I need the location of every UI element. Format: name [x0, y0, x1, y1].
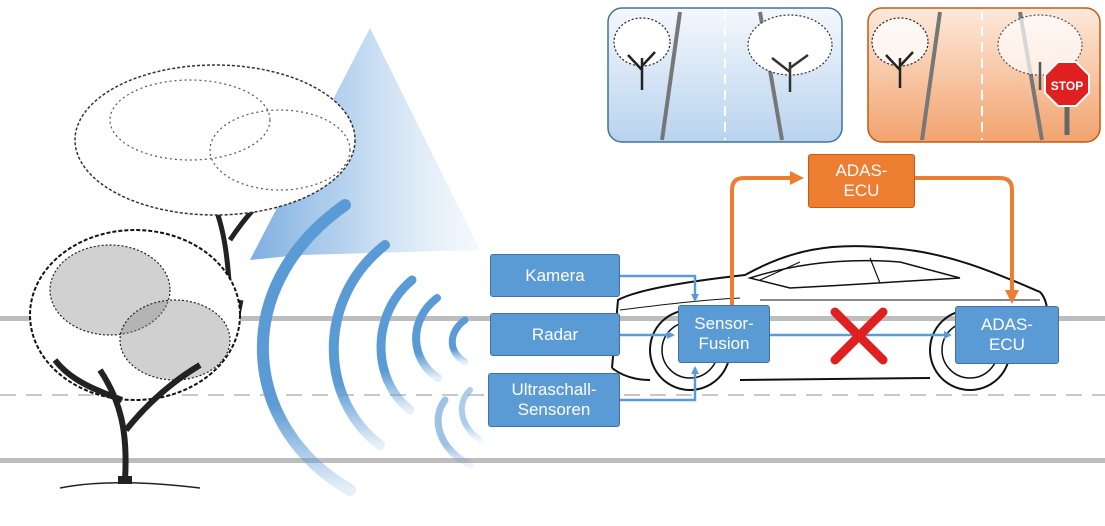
radar-sensor-label: Radar	[531, 324, 579, 344]
sensor-fusion-label: Sensor- Fusion	[694, 314, 754, 353]
sensor-connectors	[620, 274, 952, 402]
tree-icon	[613, 14, 833, 92]
ultrasonic-sensor-box: Ultraschall- Sensoren	[488, 373, 620, 427]
radar-wave-icon	[256, 199, 483, 496]
camera-sensor-label: Kamera	[525, 265, 585, 285]
stop-sign-text: STOP	[1051, 79, 1083, 93]
adas-ecu-box: ADAS- ECU	[955, 306, 1059, 364]
cross-icon	[830, 307, 888, 365]
stop-sign-icon: STOP	[1044, 61, 1090, 135]
connector-camera-fusion	[620, 274, 699, 302]
ultrasonic-sensor-label: Ultraschall- Sensoren	[511, 380, 597, 419]
adas-ecu-top-label: ADAS- ECU	[835, 161, 888, 200]
adas-ecu-loop	[730, 171, 1019, 305]
adas-ecu-label: ADAS- ECU	[981, 315, 1033, 354]
adas-ecu-top-box: ADAS- ECU	[808, 154, 915, 208]
sensor-fusion-box: Sensor- Fusion	[678, 305, 770, 363]
connector-top-ecu-right-ecu	[915, 176, 1019, 304]
camera-beam-icon	[250, 28, 480, 260]
radar-sensor-box: Radar	[490, 313, 620, 356]
camera-view-thumbnail-stop: STOP	[867, 7, 1101, 143]
connector-ultrasonic-fusion	[620, 366, 699, 402]
camera-sensor-box: Kamera	[490, 254, 620, 297]
camera-view-thumbnail-normal	[607, 7, 843, 143]
connector-fusion-top-ecu	[730, 171, 804, 305]
tree-icon	[29, 64, 356, 489]
tree-icon	[871, 14, 1083, 90]
